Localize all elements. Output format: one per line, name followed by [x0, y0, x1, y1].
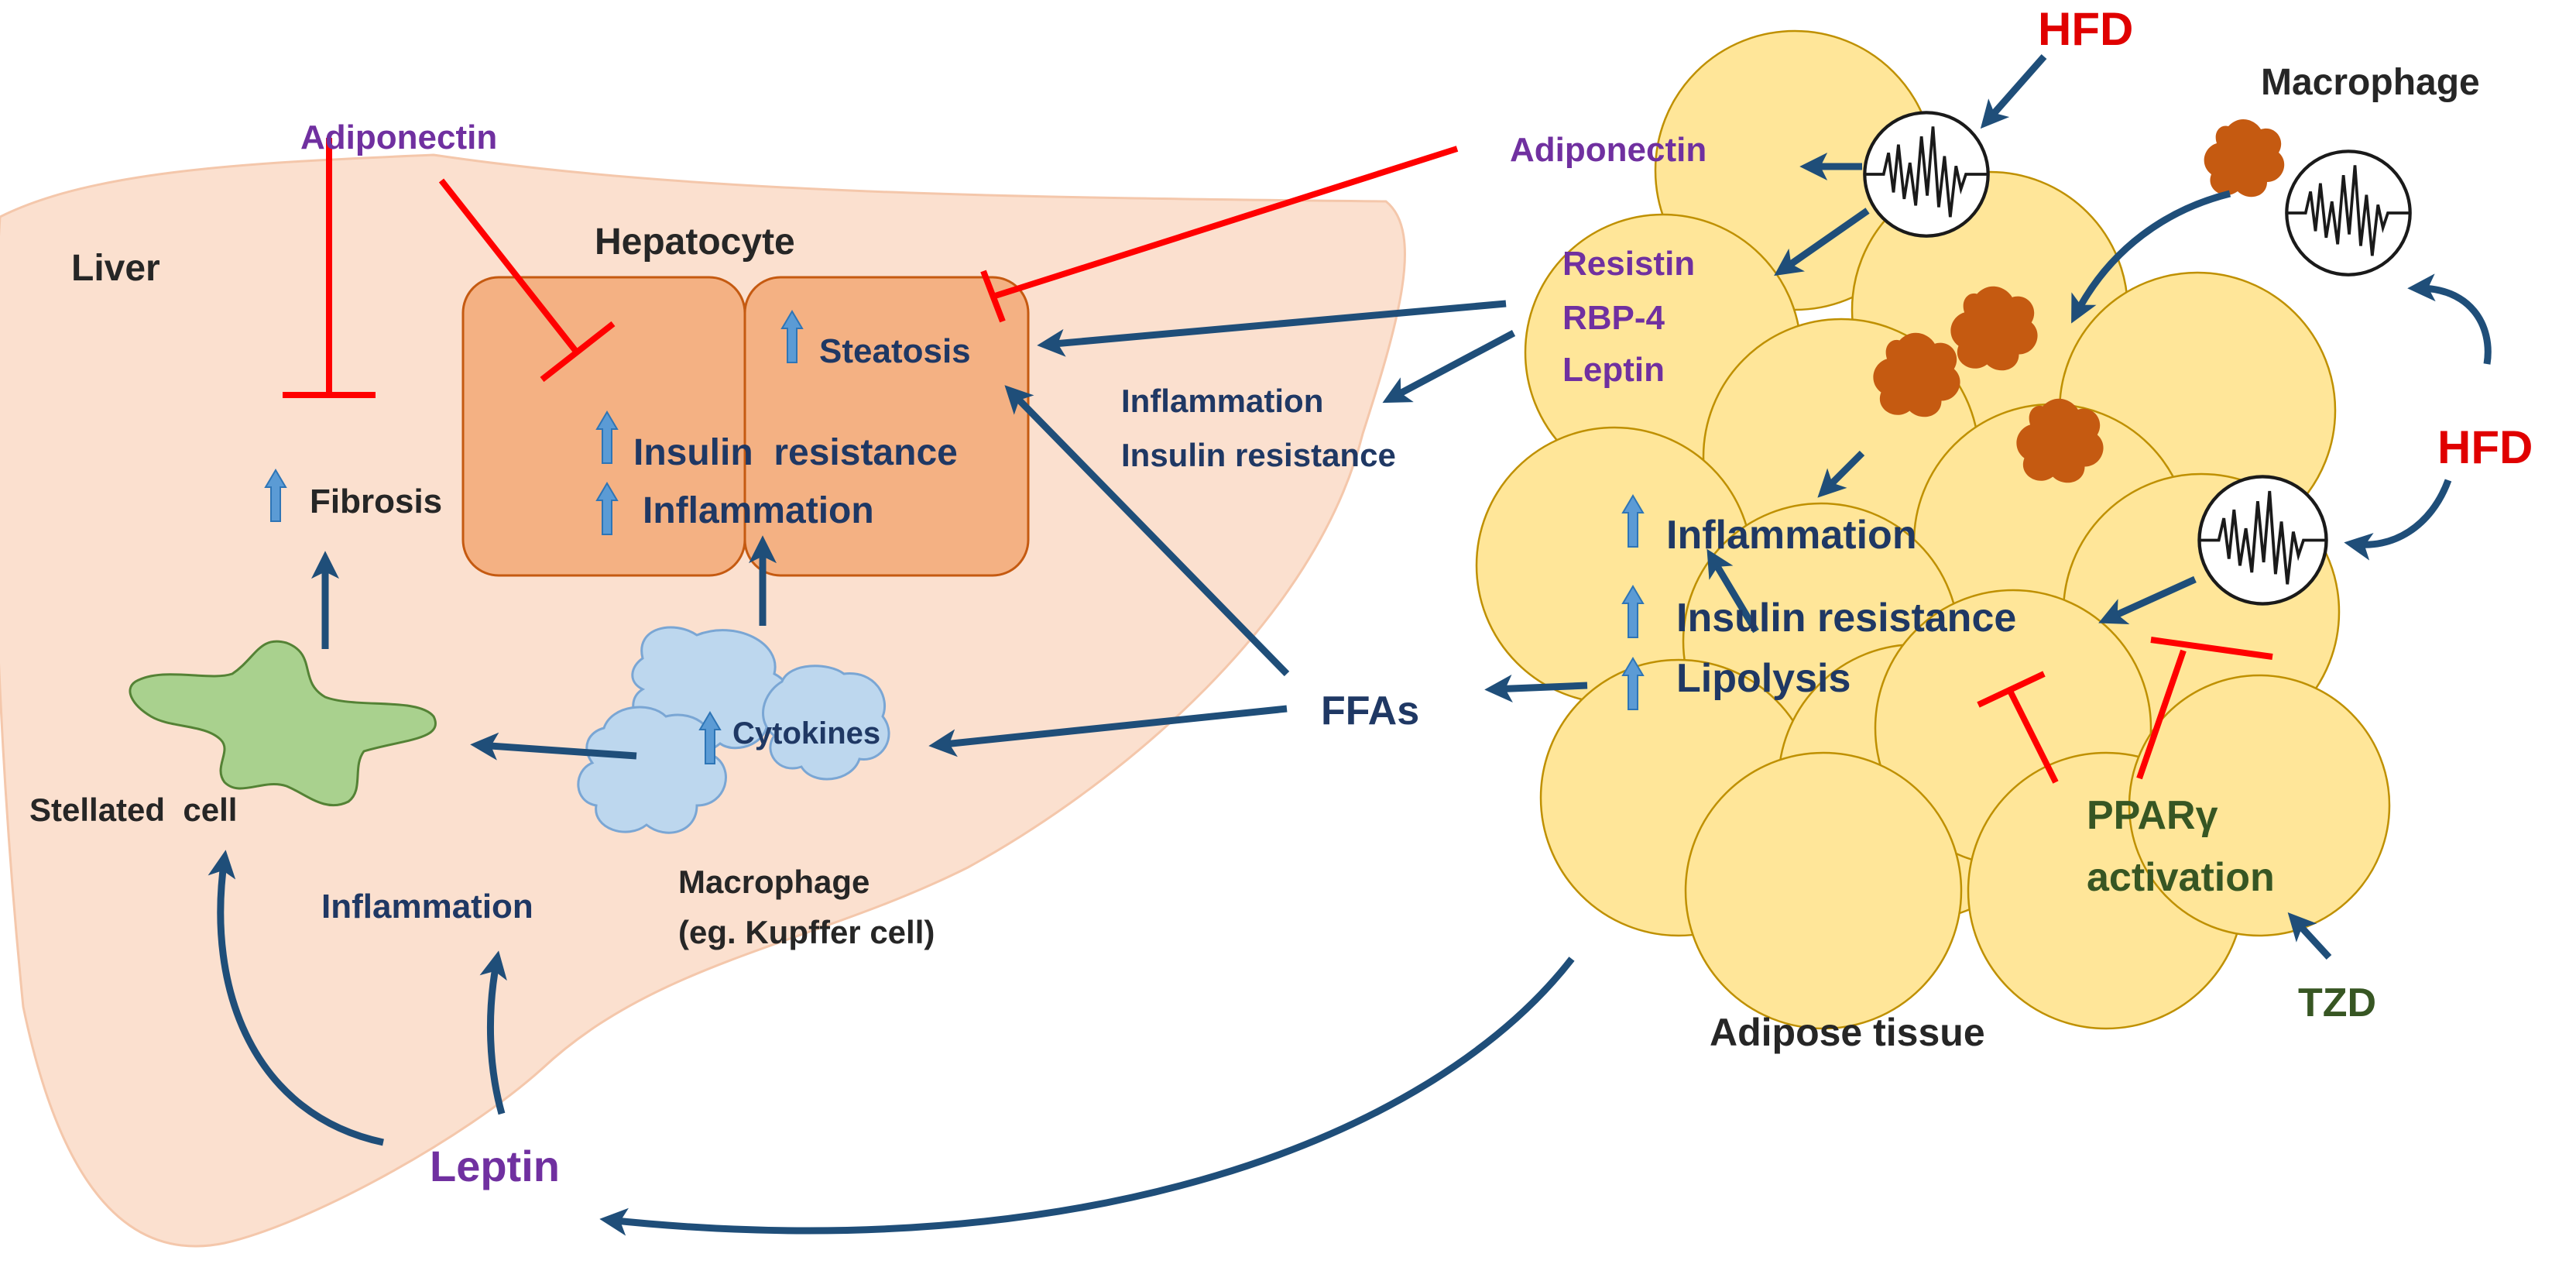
signal-waveform-icon — [1864, 112, 1988, 235]
liver-title: Liver — [71, 248, 160, 289]
kupffer-macrophage-label-2: (eg. Kupffer cell) — [678, 914, 935, 950]
fibrosis-label: Fibrosis — [310, 483, 442, 520]
hfd-right-label: HFD — [2437, 421, 2533, 473]
hepatocyte-insulin-resistance-label: Insulin resistance — [633, 432, 958, 473]
lipolysis-label: Lipolysis — [1676, 656, 1851, 701]
ppar-gamma-label: PPARγ — [2087, 793, 2218, 838]
adipose-tissue-title: Adipose tissue — [1710, 1011, 1985, 1054]
steatosis-label: Steatosis — [819, 332, 971, 370]
liver-adiponectin-label: Adiponectin — [300, 118, 497, 156]
kupffer-cell — [577, 626, 890, 834]
rbp4-label: RBP-4 — [1562, 299, 1665, 337]
ffas-label: FFAs — [1321, 689, 1419, 733]
signal-waveform-icon — [2286, 151, 2410, 274]
hepatocyte-right — [743, 276, 1030, 577]
hepatocyte-inflammation-label: Inflammation — [643, 490, 874, 531]
hfd-top-label: HFD — [2038, 3, 2133, 55]
activation-arrows — [208, 54, 2492, 1236]
adipose-adiponectin-label: Adiponectin — [1510, 131, 1706, 169]
adipose-insulin-resistance-label: Insulin resistance — [1676, 596, 2016, 641]
signal-waveform-icon — [2199, 476, 2326, 603]
adipose-tissue — [1475, 29, 2391, 1030]
middle-labels: Inflammation Insulin resistance FFAs — [1121, 383, 1419, 733]
stellated-cell-label: Stellated cell — [29, 792, 237, 828]
kupffer-macrophage-label-1: Macrophage — [678, 864, 870, 900]
adipose-inflammation-label: Inflammation — [1666, 513, 1917, 558]
systemic-insulin-resistance-label: Insulin resistance — [1121, 437, 1396, 473]
adipose-labels: Adipose tissue HFD HFD Macrophage Adipon… — [1510, 3, 2533, 1054]
macrophage-blob-top-right — [2204, 119, 2285, 197]
systemic-inflammation-label: Inflammation — [1121, 383, 1323, 419]
liver-labels: Liver Hepatocyte Adiponectin Fibrosis St… — [29, 118, 971, 1190]
tzd-label: TZD — [2298, 981, 2376, 1025]
hepatocyte-label: Hepatocyte — [595, 222, 795, 263]
inhibition-arrows — [283, 138, 2273, 784]
adipose-macrophage-label: Macrophage — [2261, 62, 2480, 103]
cytokines-label: Cytokines — [732, 716, 880, 750]
stellate-cell — [129, 640, 437, 807]
adipose-leptin-label: Leptin — [1562, 351, 1665, 389]
liver-inflammation-label: Inflammation — [321, 888, 533, 926]
ppar-activation-label: activation — [2087, 855, 2275, 900]
leptin-label: Leptin — [430, 1142, 560, 1190]
resistin-label: Resistin — [1562, 245, 1695, 283]
